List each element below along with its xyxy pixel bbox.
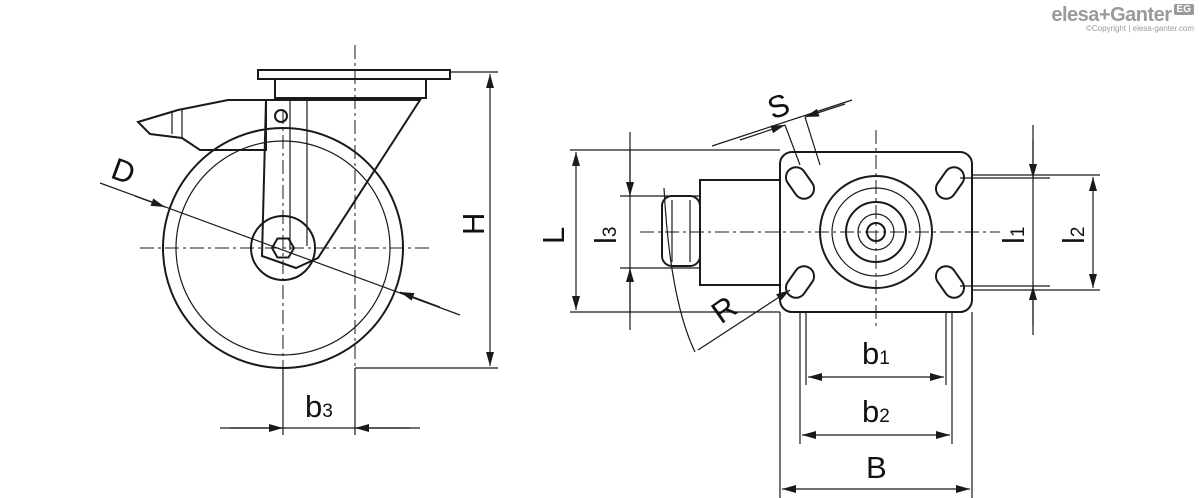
- label-l3: l3: [588, 227, 623, 244]
- slot: [784, 166, 816, 200]
- label-b3: b3: [305, 389, 333, 424]
- fork: [260, 99, 422, 270]
- brake-lever: [136, 99, 267, 151]
- label-B: B: [866, 450, 887, 485]
- label-L: L: [536, 227, 571, 244]
- plan-view: [570, 99, 1100, 498]
- brand-name: elesa+Ganter: [1051, 4, 1172, 26]
- slot: [784, 265, 816, 299]
- side-view: [99, 45, 498, 435]
- slot: [934, 166, 966, 200]
- label-H: H: [456, 213, 491, 235]
- brand-badge: EG: [1173, 4, 1194, 15]
- slot: [934, 265, 966, 299]
- label-b2: b2: [862, 394, 890, 429]
- copyright-text: ©Copyright | elesa-ganter.com: [1085, 24, 1194, 33]
- label-b1: b1: [862, 336, 890, 371]
- dimension-labels: D H b3 S L l3 R l1 l2 b1 b2 B: [107, 86, 1091, 485]
- swivel-housing: [274, 79, 427, 99]
- label-l1: l1: [996, 227, 1031, 244]
- label-S: S: [763, 86, 794, 126]
- top-plate: [257, 69, 451, 80]
- label-l2: l2: [1056, 227, 1091, 244]
- label-D: D: [107, 151, 140, 192]
